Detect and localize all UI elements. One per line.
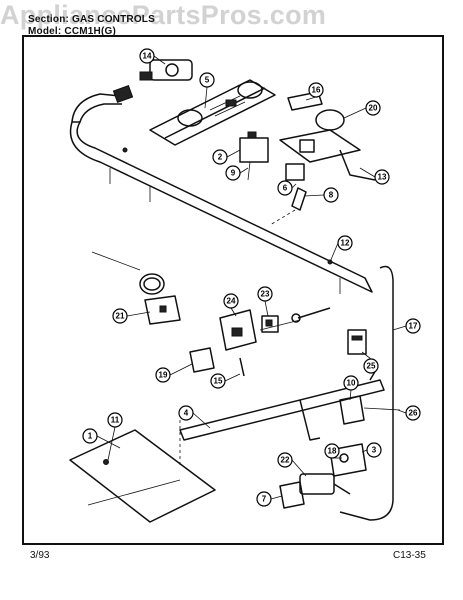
callout-25: 25 xyxy=(363,358,379,374)
svg-text:8: 8 xyxy=(329,191,334,200)
callout-18: 18 xyxy=(324,443,340,459)
part-6-8-ignitor xyxy=(269,163,307,226)
svg-text:3: 3 xyxy=(372,446,377,455)
callout-23: 23 xyxy=(257,286,273,302)
diagram-frame xyxy=(22,35,444,545)
part-15-screw xyxy=(239,357,245,377)
callout-10: 10 xyxy=(343,375,359,391)
footer-date: 3/93 xyxy=(30,550,50,561)
callout-26: 26 xyxy=(405,405,421,421)
callout-3: 3 xyxy=(366,442,382,458)
svg-text:13: 13 xyxy=(378,173,387,182)
part-19-clip xyxy=(189,347,215,373)
svg-text:4: 4 xyxy=(184,409,189,418)
callout-13: 13 xyxy=(374,169,390,185)
callout-20: 20 xyxy=(365,100,381,116)
callout-5: 5 xyxy=(199,72,215,88)
callout-15: 15 xyxy=(210,373,226,389)
callout-8: 8 xyxy=(323,187,339,203)
svg-text:5: 5 xyxy=(205,76,210,85)
callout-16: 16 xyxy=(308,82,324,98)
svg-text:23: 23 xyxy=(261,290,270,299)
svg-text:7: 7 xyxy=(262,495,267,504)
svg-text:22: 22 xyxy=(281,456,290,465)
callout-21: 21 xyxy=(112,308,128,324)
svg-text:15: 15 xyxy=(214,377,223,386)
svg-text:26: 26 xyxy=(409,409,418,418)
svg-text:11: 11 xyxy=(111,416,120,425)
part-7-mount xyxy=(279,481,305,509)
part-25-block xyxy=(347,329,367,355)
svg-text:19: 19 xyxy=(159,371,168,380)
callout-14: 14 xyxy=(139,48,155,64)
bolt xyxy=(291,307,331,323)
svg-text:1: 1 xyxy=(88,432,93,441)
svg-text:21: 21 xyxy=(116,312,125,321)
part-24-valve xyxy=(219,309,301,351)
footer-code: C13-35 xyxy=(393,550,426,561)
callout-22: 22 xyxy=(277,452,293,468)
leader-lines xyxy=(96,55,407,500)
svg-text:25: 25 xyxy=(367,362,376,371)
part-22-valve xyxy=(299,473,351,495)
svg-text:6: 6 xyxy=(283,184,288,193)
svg-text:12: 12 xyxy=(341,239,350,248)
model-title: Model: CCM1H(G) xyxy=(28,26,116,37)
svg-text:18: 18 xyxy=(328,447,337,456)
svg-text:16: 16 xyxy=(312,86,321,95)
section-title: Section: GAS CONTROLS xyxy=(28,14,155,25)
part-14-regulator xyxy=(139,59,193,81)
callout-12: 12 xyxy=(337,235,353,251)
part-10-connector xyxy=(339,395,401,425)
svg-text:10: 10 xyxy=(347,379,356,388)
part-1-cover-plate xyxy=(69,420,216,523)
callout-17: 17 xyxy=(405,318,421,334)
svg-text:24: 24 xyxy=(227,297,236,306)
svg-text:20: 20 xyxy=(369,104,378,113)
part-2-9-switch xyxy=(239,131,269,181)
callout-7: 7 xyxy=(256,491,272,507)
svg-text:2: 2 xyxy=(218,153,223,162)
callout-9: 9 xyxy=(225,165,241,181)
callout-24: 24 xyxy=(223,293,239,309)
callout-1: 1 xyxy=(82,428,98,444)
svg-text:14: 14 xyxy=(143,52,152,61)
svg-text:17: 17 xyxy=(409,322,418,331)
svg-text:9: 9 xyxy=(231,169,236,178)
part-5-burner xyxy=(149,79,276,146)
part-21-thermostat xyxy=(91,251,181,325)
watermark: AppliancePartsPros.com xyxy=(0,0,327,30)
callouts: 14 5 16 20 2 9 6 8 13 12 21 24 23 17 25 … xyxy=(82,48,421,507)
callout-19: 19 xyxy=(155,367,171,383)
part-23-valve xyxy=(261,315,279,333)
callout-4: 4 xyxy=(178,405,194,421)
callout-6: 6 xyxy=(277,180,293,196)
callout-2: 2 xyxy=(212,149,228,165)
callout-11: 11 xyxy=(107,412,123,428)
part-16-20-13-group xyxy=(279,91,376,181)
part-17-tube xyxy=(339,265,394,521)
manifold-pipe xyxy=(69,84,373,294)
